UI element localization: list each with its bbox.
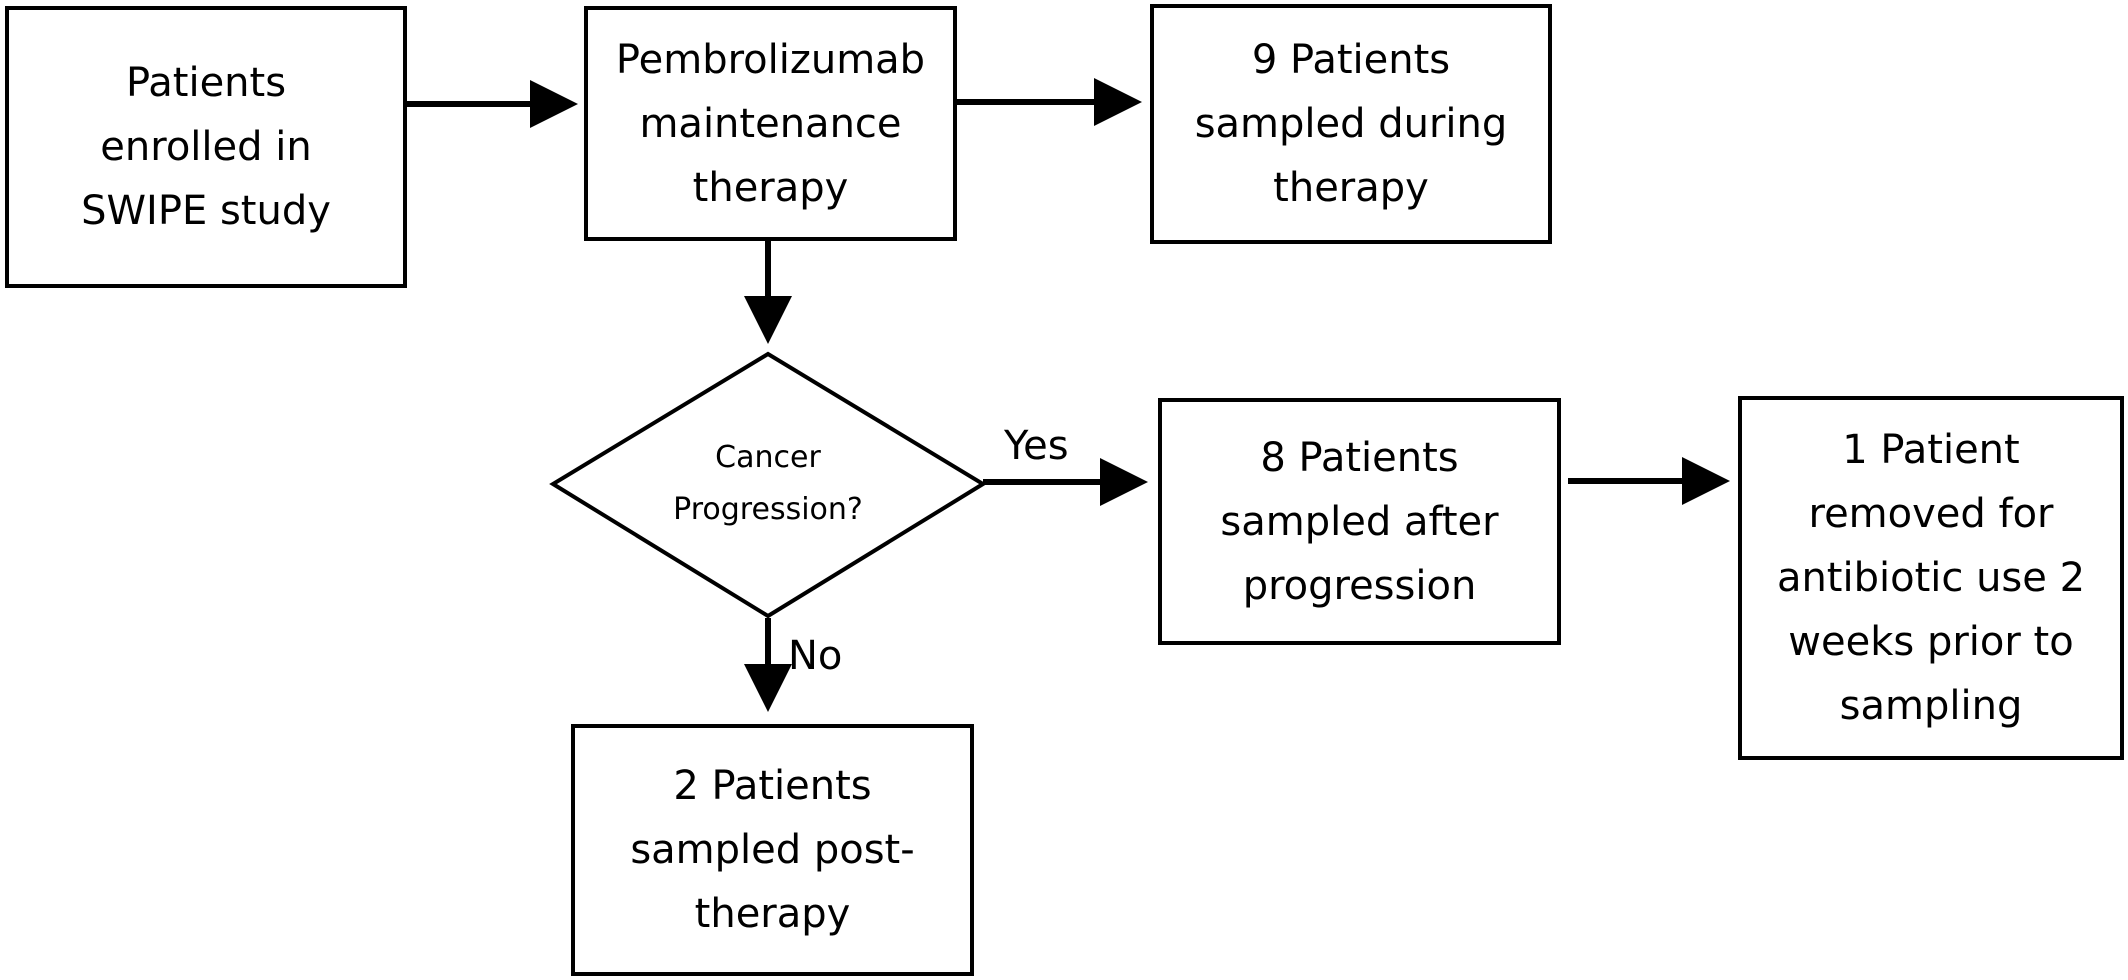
node-text: 9 Patients (1251, 37, 1451, 83)
node-text: sampled after (1220, 498, 1499, 545)
node-patients-enrolled: Patients enrolled in SWIPE study (5, 6, 407, 288)
node-text: sampling (1839, 683, 2023, 729)
node-text: 8 Patients (1260, 434, 1459, 481)
node-sampled-during-therapy: 9 Patients sampled during therapy (1150, 4, 1552, 244)
edge-label-no: No (788, 633, 843, 679)
decision-diamond (549, 351, 987, 619)
node-text: SWIPE study (81, 188, 331, 234)
node-text: therapy (1273, 165, 1429, 211)
decision-text: Cancer (715, 440, 821, 475)
node-sampled-post-therapy: 2 Patients sampled post- therapy (571, 724, 974, 976)
node-text: Patients (125, 60, 287, 106)
node-text: maintenance (639, 100, 902, 147)
decision-text: Progression? (673, 492, 863, 527)
node-text: sampled during (1194, 101, 1508, 147)
node-text: therapy (692, 164, 849, 211)
node-text: therapy (694, 891, 851, 937)
decision-label: Cancer Progression? (620, 424, 916, 544)
node-text: Pembrolizumab (615, 36, 926, 83)
node-patient-removed: 1 Patient removed for antibiotic use 2 w… (1738, 396, 2124, 760)
edge-label-yes: Yes (1004, 423, 1069, 469)
node-text: sampled post- (630, 827, 915, 873)
node-text: antibiotic use 2 (1776, 555, 2086, 601)
node-text: weeks prior to (1788, 619, 2074, 665)
node-text: enrolled in (100, 124, 312, 170)
node-pembrolizumab-therapy: Pembrolizumab maintenance therapy (584, 6, 957, 241)
node-text: 1 Patient (1842, 427, 2020, 473)
node-text: 2 Patients (673, 763, 872, 809)
node-text: removed for (1808, 491, 2054, 537)
node-text: progression (1242, 562, 1477, 609)
node-sampled-after-progression: 8 Patients sampled after progression (1158, 398, 1561, 645)
